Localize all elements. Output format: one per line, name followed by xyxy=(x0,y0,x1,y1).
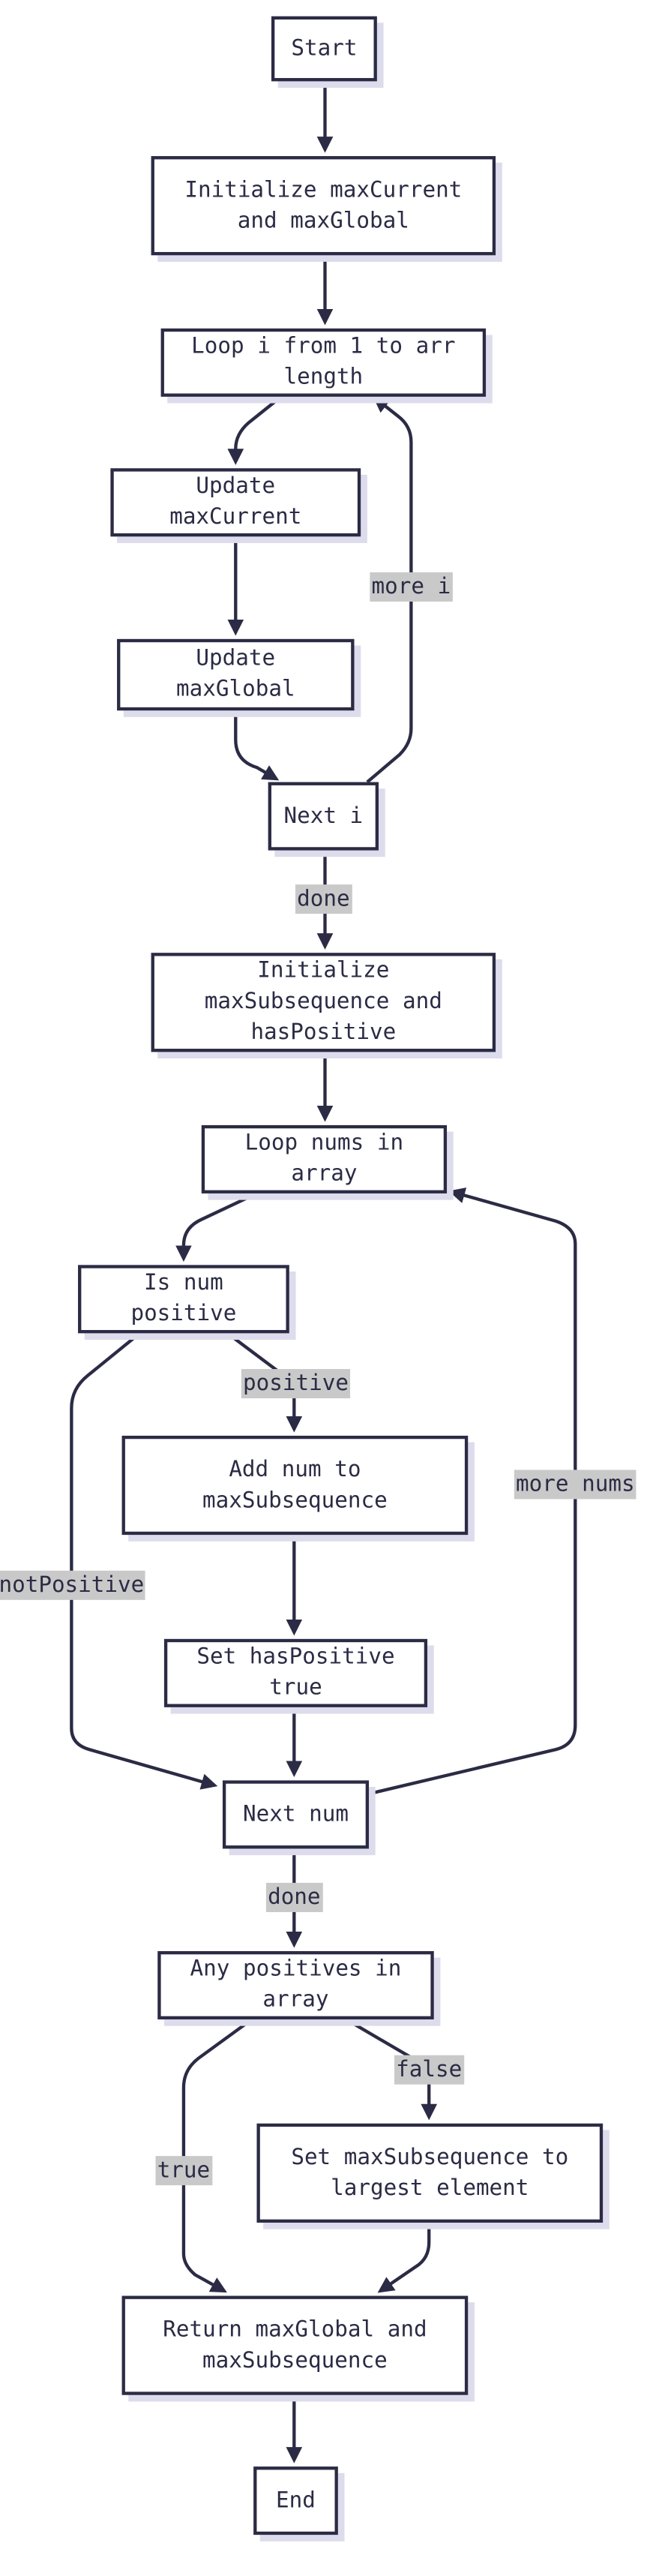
edge-label-more-i: more i xyxy=(370,572,453,602)
node-set-has-positive: Set hasPositive true xyxy=(163,1638,428,1707)
node-update-current-label: Update maxCurrent xyxy=(169,473,302,530)
node-update-global: Update maxGlobal xyxy=(117,638,355,711)
node-any-positives-label: Any positives in array xyxy=(190,1956,402,2013)
node-next-i: Next i xyxy=(268,782,379,851)
node-end: End xyxy=(253,2466,338,2535)
node-end-label: End xyxy=(276,2487,316,2513)
node-set-largest-label: Set maxSubsequence to largest element xyxy=(291,2143,569,2201)
node-start-label: Start xyxy=(291,35,358,62)
node-set-has-positive-label: Set hasPositive true xyxy=(196,1644,395,1701)
edge-label-done-2: done xyxy=(265,1882,322,1912)
edge-label-false: false xyxy=(394,2055,464,2085)
node-return-result-label: Return maxGlobal and maxSubsequence xyxy=(163,2316,427,2373)
node-loop-i: Loop i from 1 to arr length xyxy=(160,328,487,397)
node-return-result: Return maxGlobal and maxSubsequence xyxy=(121,2295,469,2395)
node-any-positives: Any positives in array xyxy=(157,1951,434,2020)
node-is-positive-label: Is num positive xyxy=(130,1269,237,1327)
edge-label-positive: positive xyxy=(241,1369,351,1399)
node-init-max-label: Initialize maxCurrent and maxGlobal xyxy=(184,176,463,234)
edge-label-true: true xyxy=(155,2156,212,2186)
node-set-largest: Set maxSubsequence to largest element xyxy=(256,2123,604,2223)
node-add-num: Add num to maxSubsequence xyxy=(121,1435,469,1536)
node-update-current: Update maxCurrent xyxy=(110,468,361,537)
node-start: Start xyxy=(271,16,377,82)
node-is-positive: Is num positive xyxy=(78,1265,289,1334)
node-loop-nums-label: Loop nums in array xyxy=(244,1130,404,1187)
node-next-i-label: Next i xyxy=(283,802,364,829)
edge-label-more-nums: more nums xyxy=(514,1470,637,1500)
node-loop-nums: Loop nums in array xyxy=(201,1124,448,1193)
edge-label-done-1: done xyxy=(295,884,352,914)
edge-loop-nums-is-positive xyxy=(175,1191,258,1262)
node-next-num-label: Next num xyxy=(243,1800,349,1827)
node-init-subseq-label: Initialize maxSubsequence and hasPositiv… xyxy=(204,957,442,1046)
node-loop-i-label: Loop i from 1 to arr length xyxy=(191,333,456,391)
node-init-subseq: Initialize maxSubsequence and hasPositiv… xyxy=(151,953,496,1052)
node-add-num-label: Add num to maxSubsequence xyxy=(202,1455,388,1513)
edge-set-largest-return xyxy=(377,2222,431,2293)
node-next-num: Next num xyxy=(222,1780,370,1849)
edge-update-global-next-i xyxy=(234,710,280,781)
edge-label-not-positive: notPositive xyxy=(0,1570,146,1600)
node-update-global-label: Update maxGlobal xyxy=(176,645,295,703)
edge-is-positive-next-num xyxy=(70,1332,218,1790)
edge-loop-update-current xyxy=(227,395,283,465)
node-init-max: Initialize maxCurrent and maxGlobal xyxy=(151,156,496,256)
edge-any-positives-return xyxy=(181,2018,253,2293)
